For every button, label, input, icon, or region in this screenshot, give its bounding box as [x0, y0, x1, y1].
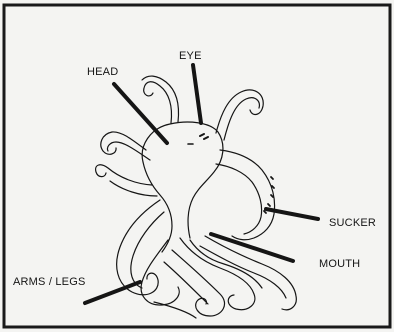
octopus-illustration — [96, 76, 297, 318]
tentacle-left-middle — [96, 165, 152, 185]
tentacle-bottom-loop — [172, 250, 225, 316]
pointer-mouth-line — [211, 234, 293, 261]
label-arms-legs: ARMS / LEGS — [13, 276, 86, 288]
label-head: HEAD — [87, 66, 118, 78]
tentacle-left-middle-inner — [110, 181, 157, 196]
tentacle-right-outer — [220, 150, 275, 240]
tentacle-top-right-inner — [224, 98, 259, 140]
tentacle-top-right — [216, 90, 263, 133]
tentacle-top-center — [144, 82, 172, 123]
tentacle-right-inner — [216, 164, 262, 234]
tentacle-bottom-center-a — [180, 238, 255, 310]
label-sucker: SUCKER — [329, 217, 376, 229]
eye-mark-1 — [200, 134, 204, 136]
eye-mark-2 — [204, 137, 208, 139]
label-mouth: MOUTH — [319, 258, 360, 270]
tentacle-bottom-left — [141, 240, 179, 305]
pointer-eye-line — [193, 65, 201, 123]
label-eye: EYE — [179, 50, 202, 62]
tentacle-bottom-loop-inner — [164, 262, 208, 304]
octopus-head-left-side — [143, 162, 172, 252]
tentacle-bottom-left-tip — [154, 302, 196, 318]
